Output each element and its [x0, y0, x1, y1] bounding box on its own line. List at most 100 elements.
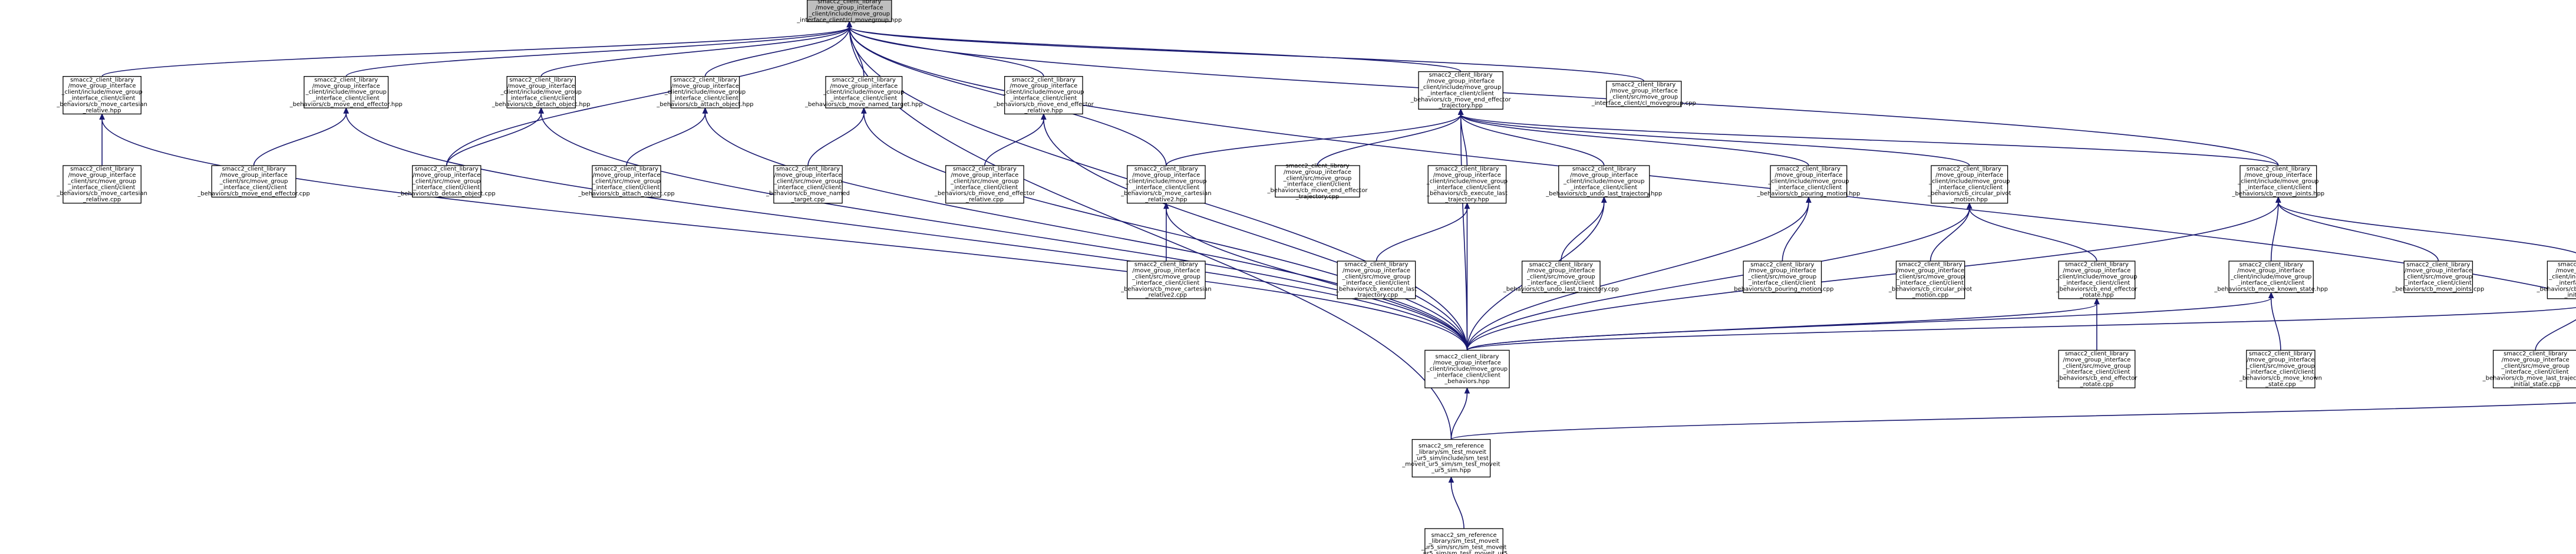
nodes-layer: smacc2_client_library/move_group_interfa… [56, 0, 2576, 554]
node-label-line: _interface_client/client [2063, 280, 2130, 286]
node-box [2239, 165, 2317, 198]
node-label-line: _initial_state.cpp [2510, 381, 2560, 388]
node-label-line: _client/include/move_group [2230, 274, 2311, 281]
node-known-state-cpp[interactable]: smacc2_client_library/move_group_interfa… [2239, 349, 2322, 388]
node-circular-cpp[interactable]: smacc2_client_library/move_group_interfa… [1888, 260, 1973, 299]
node-label-line: /move_group_interface [2247, 357, 2314, 363]
dependency-edge [1450, 387, 1470, 440]
node-label-line: _relative2.cpp [1145, 292, 1187, 299]
node-client-behaviors-hpp[interactable]: smacc2_client_library/move_group_interfa… [1424, 349, 1510, 388]
node-box [1931, 165, 2008, 204]
node-label-line: _client/include/move_group [1767, 179, 1849, 185]
node-ee-relative-cpp[interactable]: smacc2_client_library/move_group_interfa… [934, 165, 1035, 204]
node-execute-last-hpp[interactable]: smacc2_client_library/move_group_interfa… [1426, 165, 1508, 204]
node-label-line: /move_group_interface [2244, 172, 2312, 179]
dependency-edge [253, 107, 349, 166]
node-label-line: _interface_client/client [1774, 184, 1842, 191]
dependency-edge [2094, 298, 2100, 351]
dependency-edge [101, 21, 853, 77]
node-label-line: _client/include/move_group [2056, 274, 2137, 281]
node-joints-hpp[interactable]: smacc2_client_library/move_group_interfa… [2232, 165, 2325, 198]
node-ee-trajectory-hpp[interactable]: smacc2_client_library/move_group_interfa… [1410, 71, 1512, 110]
node-label-line: /move_group_interface [1132, 172, 1200, 179]
node-label-line: _client/include/move_group [2548, 274, 2576, 281]
node-end-effector-cpp[interactable]: smacc2_client_library/move_group_interfa… [197, 165, 310, 198]
edge-line [1466, 208, 1970, 351]
node-label-line: smacc2_client_library [776, 166, 840, 173]
node-label-line: _ur5_sim/include/sm_test [1413, 455, 1489, 461]
edge-arrowhead [1464, 202, 1470, 209]
node-cartesian-relative2-cpp[interactable]: smacc2_client_library/move_group_interfa… [1120, 260, 1212, 299]
node-label-line: _interface_client/client [2556, 280, 2576, 286]
node-cl-movegroup-cpp[interactable]: smacc2_client_library/move_group_interfa… [1591, 81, 1696, 107]
edge-line [1929, 208, 1970, 262]
node-ee-relative-hpp[interactable]: smacc2_client_library/move_group_interfa… [993, 76, 1094, 115]
node-label-line: _behaviors/cb_move_end_effector [1410, 97, 1512, 103]
node-box [304, 76, 389, 108]
dependency-edge [1466, 202, 1973, 351]
edge-line [849, 27, 1462, 72]
node-attach-hpp[interactable]: smacc2_client_library/move_group_interfa… [656, 76, 754, 108]
node-named-target-hpp[interactable]: smacc2_client_library/move_group_interfa… [804, 76, 923, 108]
node-cartesian-relative-hpp[interactable]: smacc2_client_library/move_group_interfa… [56, 76, 147, 115]
node-box [670, 76, 740, 108]
node-pouring-hpp[interactable]: smacc2_client_library/move_group_interfa… [1756, 165, 1860, 198]
node-root[interactable]: smacc2_client_library/move_group_interfa… [796, 0, 902, 24]
node-label-line: /move_group_interface [2405, 268, 2472, 274]
dependency-edge [1466, 196, 2281, 351]
dependency-edge [1466, 292, 2274, 351]
node-execute-last-cpp[interactable]: smacc2_client_library/move_group_interfa… [1335, 260, 1417, 299]
node-label-line: _interface_client/client [2063, 369, 2130, 375]
dependency-edge [1163, 202, 1468, 351]
node-known-state-hpp[interactable]: smacc2_client_library/move_group_interfa… [2214, 260, 2328, 294]
edge-arrowhead [1041, 113, 1047, 120]
node-joints-cpp[interactable]: smacc2_client_library/move_group_interfa… [2392, 260, 2484, 294]
edge-line [540, 113, 1468, 351]
dependency-edge [846, 21, 1044, 77]
node-label-line: _behaviors/cb_pouring_motion.hpp [1756, 190, 1860, 197]
node-label-line: _interface_client/client [413, 184, 480, 191]
node-end-effector-hpp[interactable]: smacc2_client_library/move_group_interfa… [289, 76, 403, 108]
node-undo-last-hpp[interactable]: smacc2_client_library/move_group_interfa… [1545, 165, 1662, 198]
node-label-line: _client/src/move_group [2501, 363, 2570, 370]
edge-line [2535, 319, 2576, 351]
edge-arrowhead [343, 107, 349, 114]
node-named-target-cpp[interactable]: smacc2_client_library/move_group_interfa… [766, 165, 850, 204]
node-label-line: smacc2_client_library [1529, 262, 1593, 268]
node-label-line: _interface_client/client [1010, 95, 1077, 102]
node-label-line: _behaviors/cb_move_cartesian [1120, 286, 1212, 292]
node-cartesian-relative2-hpp[interactable]: smacc2_client_library/move_group_interfa… [1120, 165, 1212, 204]
node-label-line: _client/include/move_group [1002, 89, 1084, 95]
dependency-edge [1782, 196, 1812, 262]
node-label-line: /move_group_interface [1774, 172, 1842, 179]
node-label-line: _client/include/move_group [1563, 179, 1644, 185]
node-circular-hpp[interactable]: smacc2_client_library/move_group_interfa… [1927, 165, 2011, 204]
node-label-line: smacc2_client_library [314, 77, 378, 83]
node-label-line: /move_group_interface [671, 83, 739, 90]
node-undo-last-cpp[interactable]: smacc2_client_library/move_group_interfa… [1503, 260, 1619, 294]
node-ee-pose-cpp[interactable]: smacc2_client_library/move_group_interfa… [2056, 349, 2138, 388]
node-ee-pose-hpp[interactable]: smacc2_client_library/move_group_interfa… [2056, 260, 2138, 299]
dependency-edge [1929, 202, 1973, 262]
node-label-line: _client/include/move_group [1426, 178, 1508, 184]
node-label-line: smacc2_client_library [595, 166, 658, 173]
node-label-line: _interface_client/client [774, 184, 842, 191]
node-label-line: smacc2_client_library [2247, 166, 2310, 173]
dependency-edge [1457, 108, 2279, 166]
node-label-line: _relative.cpp [83, 197, 121, 203]
node-detach-hpp[interactable]: smacc2_client_library/move_group_interfa… [492, 76, 591, 108]
node-sm-hpp[interactable]: smacc2_sm_reference_library/sm_test_move… [1401, 438, 1500, 478]
node-attach-cpp[interactable]: smacc2_client_library/move_group_interfa… [578, 165, 675, 198]
node-label-line: /move_group_interface [68, 172, 136, 179]
node-label-line: _behaviors/cb_move_cartesian [56, 190, 147, 197]
node-label-line: _behaviors/cb_circular_pivot [1888, 286, 1973, 292]
node-last-traj-cpp[interactable]: smacc2_client_library/move_group_interfa… [2482, 349, 2576, 388]
node-ee-trajectory-cpp[interactable]: smacc2_client_library/move_group_interfa… [1267, 163, 1368, 200]
node-cartesian-relative-cpp[interactable]: smacc2_client_library/move_group_interfa… [56, 165, 147, 204]
node-sm-node-cpp[interactable]: smacc2_sm_reference_library/sm_test_move… [1420, 528, 1508, 554]
node-box [2492, 349, 2576, 388]
node-label-line: _motion.cpp [1912, 292, 1948, 299]
node-last-traj-hpp[interactable]: smacc2_client_library/move_group_interfa… [2537, 260, 2576, 299]
node-pouring-cpp[interactable]: smacc2_client_library/move_group_interfa… [1730, 260, 1833, 294]
node-detach-cpp[interactable]: smacc2_client_library/move_group_interfa… [397, 165, 496, 198]
